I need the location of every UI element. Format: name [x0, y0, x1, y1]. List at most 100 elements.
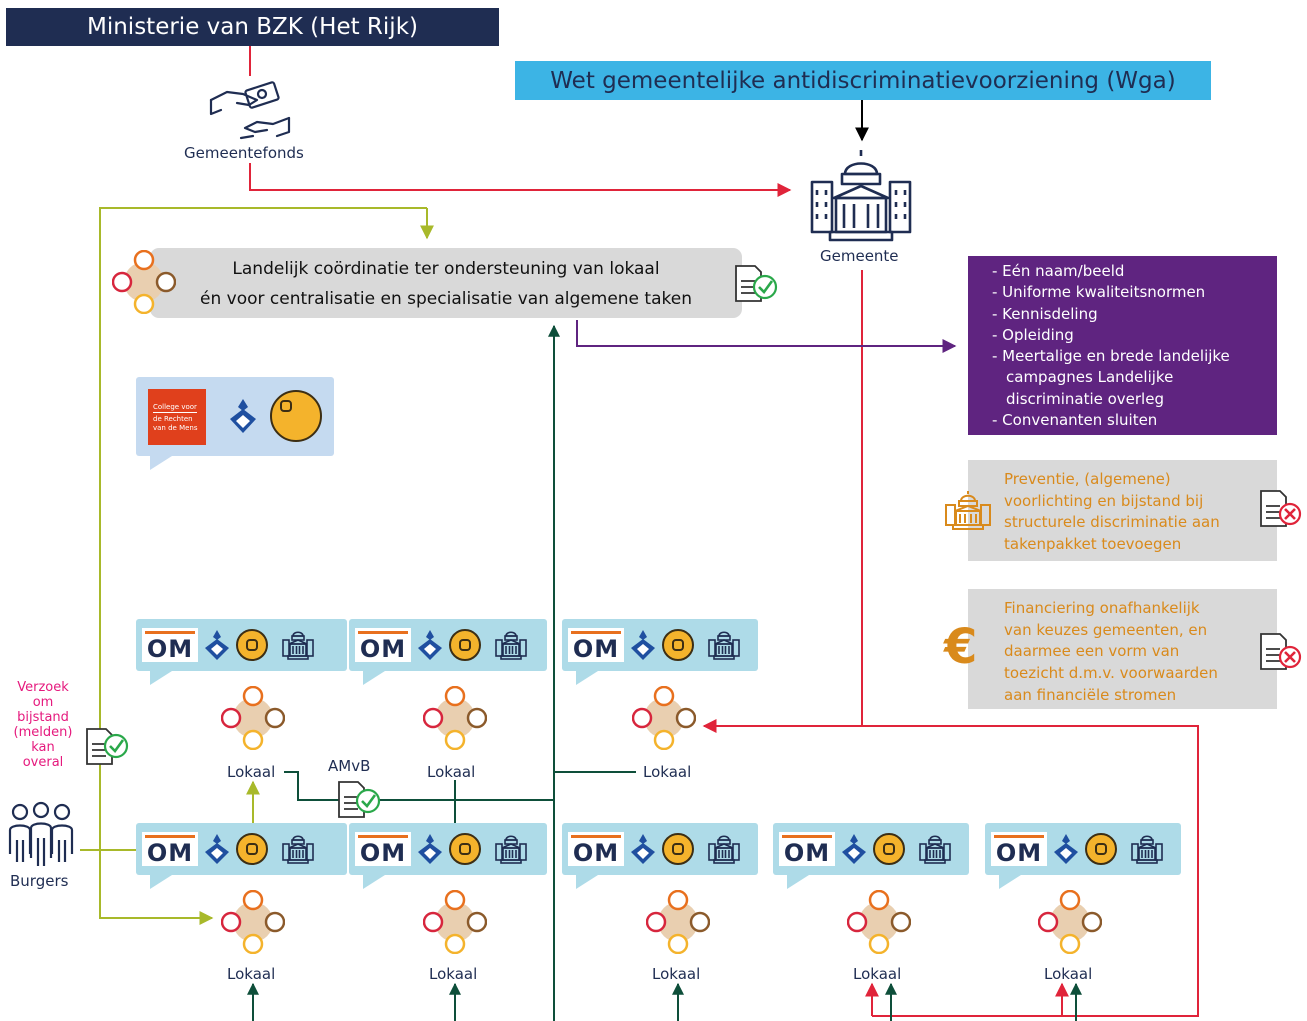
police-logo-icon [628, 833, 658, 865]
gemeente-small-icon [919, 832, 951, 866]
task-item: - Kennisdeling [992, 304, 1098, 323]
fist-logo-icon [662, 833, 694, 865]
hands-circle-icon [1037, 889, 1103, 955]
lokaal-label: Lokaal [227, 763, 276, 781]
hands-circle-icon [220, 685, 286, 751]
preventie-line: structurele discriminatie aan [1004, 513, 1220, 532]
document-approved-icon [733, 263, 781, 305]
gemeente-small-icon [282, 832, 314, 866]
gemeente-small-icon [495, 832, 527, 866]
regional-partners-bubble: OM [349, 823, 547, 889]
om-label: OM [995, 839, 1043, 867]
hands-circle-icon [631, 685, 697, 751]
regional-partners-bubble: OM [136, 823, 347, 889]
task-item: campagnes Landelijke [1006, 368, 1174, 387]
hands-circle-icon [111, 249, 177, 315]
lokaal-label: Lokaal [227, 965, 276, 983]
police-logo-icon [415, 833, 445, 865]
om-logo: OM [355, 832, 411, 867]
om-logo: OM [355, 628, 411, 663]
college-rechten-mens-logo: College voor de Rechten van de Mens [148, 389, 206, 445]
police-logo-icon [628, 629, 658, 661]
task-item: - Eén naam/beeld [992, 262, 1125, 280]
document-rejected-icon [1258, 631, 1306, 673]
verzoek-line: overal [22, 755, 64, 770]
regional-partners-bubble: OM [773, 823, 969, 889]
hands-circle-icon [422, 889, 488, 955]
fist-logo-icon [662, 629, 694, 661]
verzoek-line: om [32, 695, 54, 710]
police-logo-icon [202, 629, 232, 661]
verzoek-line: (melden) [13, 725, 73, 740]
fist-logo-icon [1085, 833, 1117, 865]
wga-title: Wet gemeentelijke antidiscriminatievoorz… [550, 67, 1176, 94]
wga-header: Wet gemeentelijke antidiscriminatievoorz… [515, 61, 1211, 100]
lokaal-label: Lokaal [643, 763, 692, 781]
lokaal-label: Lokaal [853, 965, 902, 983]
lokaal-label: Lokaal [1044, 965, 1093, 983]
financiering-line: daarmee een vorm van [1004, 642, 1180, 661]
preventie-line: Preventie, (algemene) [1004, 470, 1171, 488]
gemeente-small-icon [708, 832, 740, 866]
crm-line: de Rechten [153, 415, 193, 423]
gemeente-small-icon [495, 628, 527, 662]
financiering-line: van keuzes gemeenten, en [1004, 620, 1208, 639]
om-label: OM [146, 839, 194, 867]
regional-partners-bubble: OM [985, 823, 1181, 889]
financiering-line: aan financiële stromen [1004, 685, 1177, 704]
task-item: discriminatie overleg [1006, 389, 1164, 408]
euro-icon: € [944, 619, 978, 675]
lokaal-label: Lokaal [427, 763, 476, 781]
task-item: - Meertalige en brede landelijke [992, 347, 1230, 366]
om-label: OM [359, 635, 407, 663]
om-label: OM [572, 635, 620, 663]
om-logo: OM [568, 832, 624, 867]
verzoek-line: kan [31, 740, 55, 755]
landelijk-line-2: én voor centralisatie en specialisatie v… [200, 289, 692, 309]
financiering-line: toezicht d.m.v. voorwaarden [1004, 664, 1218, 683]
om-label: OM [359, 839, 407, 867]
ministry-title: Ministerie van BZK (Het Rijk) [87, 14, 418, 40]
lokaal-label: Lokaal [429, 965, 478, 983]
preventie-line: takenpakket toevoegen [1004, 535, 1182, 554]
national-partners-bubble: College voor de Rechten van de Mens [136, 377, 334, 470]
om-logo: OM [568, 628, 624, 663]
gemeente-small-icon [1131, 832, 1163, 866]
burgers-label: Burgers [10, 872, 69, 890]
fist-logo-icon [449, 629, 481, 661]
verzoek-bijstand-label: Verzoek om bijstand (melden) kan overal [10, 680, 76, 770]
financiering-box: Financiering onafhankelijk van keuzes ge… [968, 589, 1277, 709]
hands-circle-icon [422, 685, 488, 751]
task-item: - Convenanten sluiten [992, 411, 1158, 430]
financiering-line: Financiering onafhankelijk [1004, 599, 1200, 617]
fist-logo-icon [873, 833, 905, 865]
preventie-box: Preventie, (algemene) voorlichting en bi… [968, 460, 1277, 561]
burgers-group-icon [6, 800, 76, 870]
fist-logo-icon [270, 390, 322, 442]
gemeentefonds-label: Gemeentefonds [184, 144, 304, 162]
gemeente-label: Gemeente [820, 247, 899, 265]
om-logo: OM [142, 832, 198, 867]
task-item: - Uniforme kwaliteitsnormen [992, 283, 1206, 302]
verzoek-line: Verzoek [17, 680, 69, 695]
verzoek-line: bijstand [17, 710, 69, 725]
crm-line: College voor [153, 403, 197, 413]
fist-logo-icon [236, 833, 268, 865]
om-logo: OM [779, 832, 835, 867]
regional-partners-bubble: OM [136, 619, 347, 685]
police-logo-icon [226, 397, 260, 435]
om-label: OM [146, 635, 194, 663]
building-icon [944, 489, 992, 531]
crm-line: van de Mens [153, 424, 198, 432]
landelijk-line-1: Landelijk coördinatie ter ondersteuning … [232, 259, 660, 279]
police-logo-icon [202, 833, 232, 865]
document-rejected-icon [1258, 488, 1306, 530]
hands-circle-icon [645, 889, 711, 955]
fist-logo-icon [449, 833, 481, 865]
regional-partners-bubble: OM [349, 619, 547, 685]
om-label: OM [783, 839, 831, 867]
money-hands-icon [205, 78, 295, 144]
om-logo: OM [142, 628, 198, 663]
gemeente-small-icon [708, 628, 740, 662]
